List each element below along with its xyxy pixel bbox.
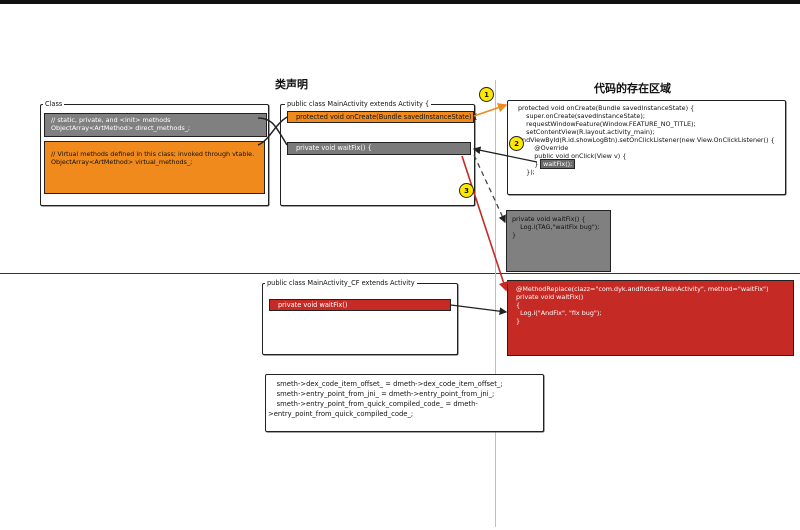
on-create-arrow xyxy=(473,103,508,117)
code-line: super.onCreate(savedInstanceState); xyxy=(518,112,646,120)
code-line: protected void onCreate(Bundle savedInst… xyxy=(518,104,695,112)
vertical-divider xyxy=(495,80,496,527)
code-line: public void onClick(View v) { xyxy=(518,152,627,160)
step-badge-3: 3 xyxy=(459,183,474,198)
heading-class-declaration: 类声明 xyxy=(275,78,308,91)
top-border xyxy=(0,0,800,4)
on-create-method-bar: protected void onCreate(Bundle savedInst… xyxy=(287,111,478,123)
main-activity-cf-box: public class MainActivity_CF extends Act… xyxy=(262,279,458,355)
on-create-code-box: protected void onCreate(Bundle savedInst… xyxy=(507,100,786,195)
main-activity-cf-title: public class MainActivity_CF extends Act… xyxy=(265,279,417,287)
virtual-methods-field: // Virtual methods defined in this class… xyxy=(44,141,265,194)
direct-methods-field: // static, private, and <init> methods O… xyxy=(44,113,267,137)
code-line: findViewById(R.id.showLogBtn).setOnClick… xyxy=(518,136,775,144)
heading-code-region: 代码的存在区域 xyxy=(594,82,671,95)
cf-wait-fix-arrow xyxy=(450,304,508,316)
code-line: }); xyxy=(518,168,535,176)
patch-code-box: @MethodReplace(clazz="com.dyk.andfixtest… xyxy=(507,280,794,356)
class-box-title: Class xyxy=(43,100,65,108)
method-replace-annotation: @MethodReplace(clazz="com.dyk.andfixtest… xyxy=(516,285,769,293)
patch-method-body: private void waitFix() { Log.i("AndFix",… xyxy=(516,293,602,325)
cf-wait-fix-method-bar: private void waitFix() xyxy=(269,299,451,311)
code-line: setContentView(R.layout.activity_main); xyxy=(518,128,655,136)
class-box: Class // static, private, and <init> met… xyxy=(40,100,269,206)
wait-fix-code-box: private void waitFix() { Log.i(TAG,"wait… xyxy=(506,210,611,272)
step-badge-1: 1 xyxy=(479,87,494,102)
wait-fix-method-bar: private void waitFix() { xyxy=(287,142,471,155)
horizontal-divider xyxy=(0,273,800,274)
wait-fix-call-highlight: waitFix(); xyxy=(540,159,576,169)
code-line: } xyxy=(518,160,539,168)
wait-fix-dashed-arrow xyxy=(473,154,506,224)
main-activity-title: public class MainActivity extends Activi… xyxy=(285,100,432,108)
code-line: @Override xyxy=(518,144,569,152)
on-create-code-lines: protected void onCreate(Bundle savedInst… xyxy=(518,104,775,176)
step-badge-2: 2 xyxy=(509,136,524,151)
code-line: requestWindowFeature(Window.FEATURE_NO_T… xyxy=(518,120,696,128)
replace-code-box: smeth->dex_code_item_offset_ = dmeth->de… xyxy=(265,374,544,432)
